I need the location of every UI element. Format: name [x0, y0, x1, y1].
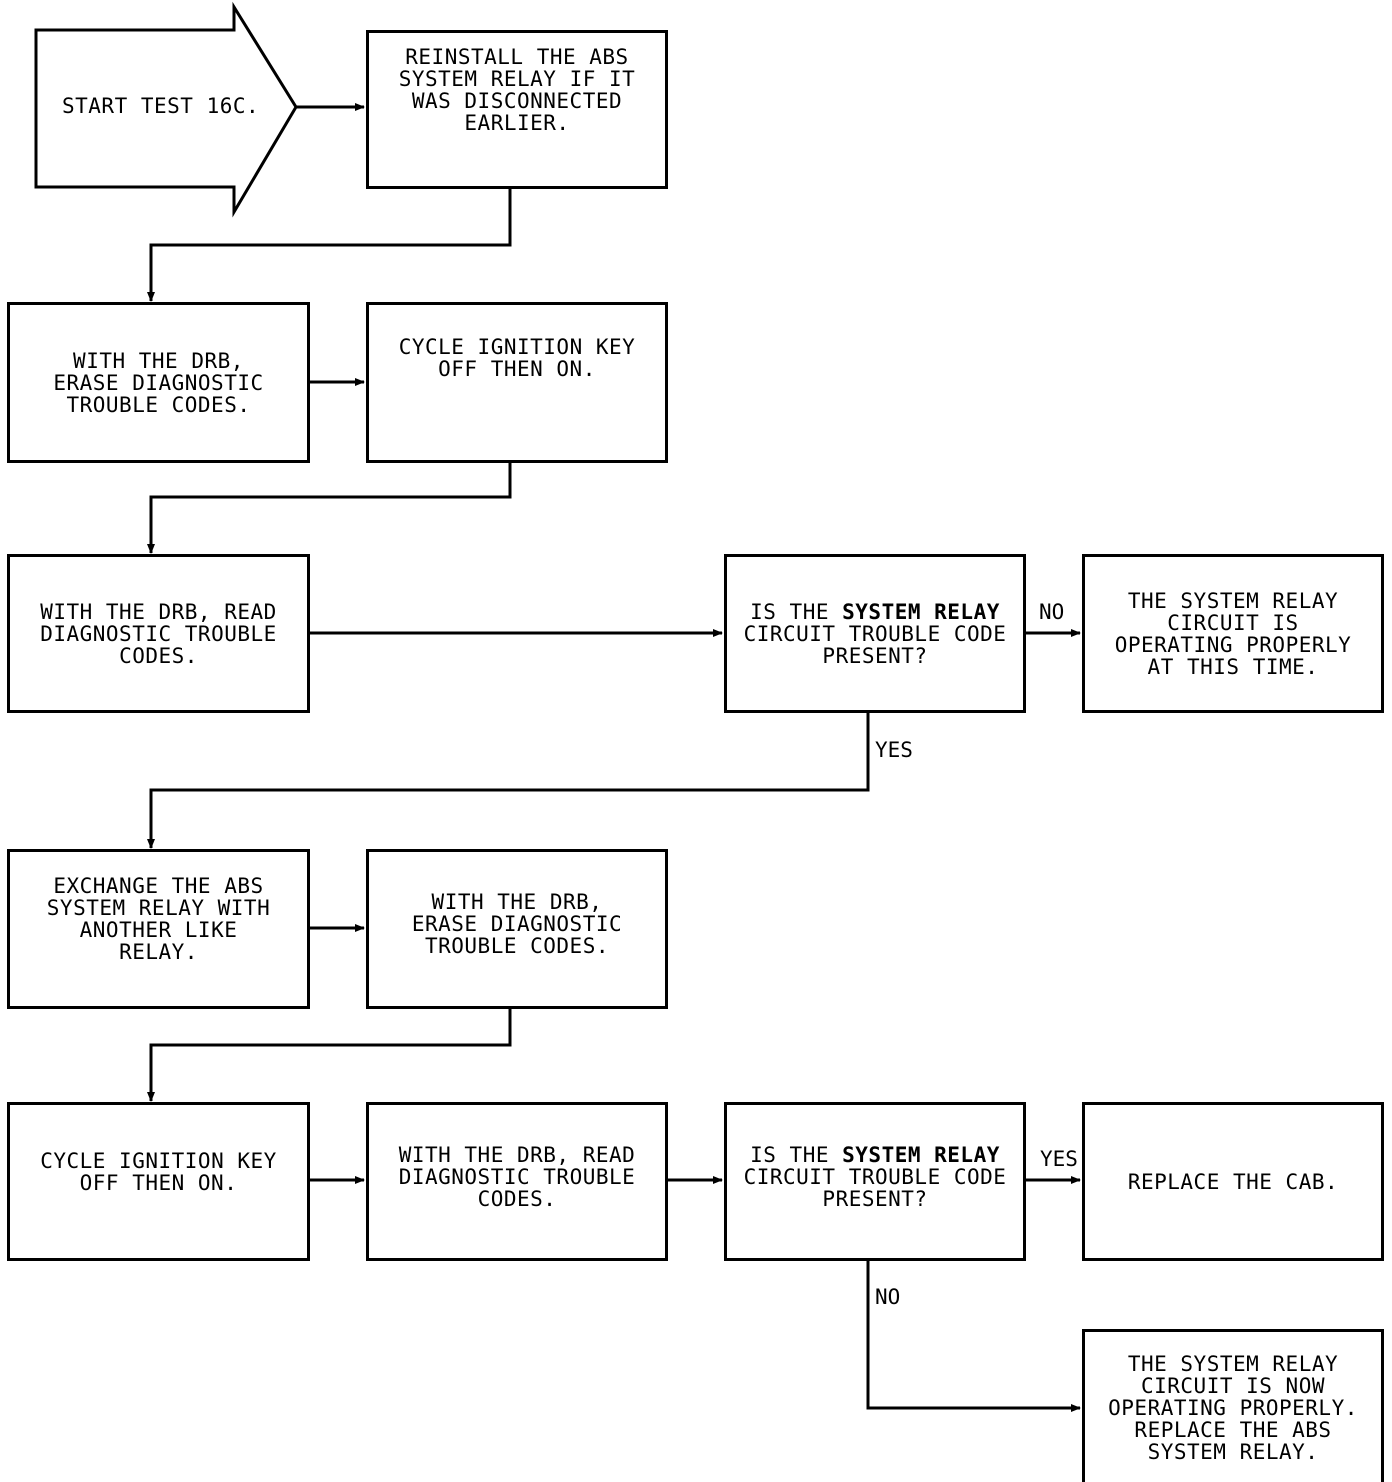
- operating-properly-box-2: THE SYSTEM RELAY CIRCUIT IS NOW OPERATIN…: [1082, 1329, 1384, 1482]
- decision-2-bold: SYSTEM RELAY: [842, 1142, 1000, 1167]
- start-arrow-shape: [34, 1, 298, 218]
- decision-2-post: CIRCUIT TROUBLE CODE PRESENT?: [743, 1164, 1007, 1211]
- connector-question1-yes: [147, 713, 870, 849]
- reinstall-relay-text: REINSTALL THE ABS SYSTEM RELAY IF IT WAS…: [398, 44, 636, 135]
- erase-codes-box-1: WITH THE DRB, ERASE DIAGNOSTIC TROUBLE C…: [7, 302, 310, 463]
- read-codes-box-2: WITH THE DRB, READ DIAGNOSTIC TROUBLE CO…: [366, 1102, 668, 1261]
- branch-label-no-2: NO: [875, 1285, 901, 1309]
- decision-2-pre: IS THE: [750, 1142, 843, 1167]
- decision-1-pre: IS THE: [750, 599, 843, 624]
- decision-text-1: IS THE SYSTEM RELAY CIRCUIT TROUBLE CODE…: [744, 601, 1007, 667]
- exchange-relay-text: EXCHANGE THE ABS SYSTEM RELAY WITH ANOTH…: [46, 874, 271, 964]
- connector-reinstall-to-erase: [147, 189, 512, 302]
- branch-label-yes-2: YES: [1040, 1147, 1078, 1171]
- replace-cab-text: REPLACE THE CAB.: [1127, 1169, 1339, 1194]
- connector-erase2-to-cycle2: [147, 1009, 512, 1102]
- erase-codes-text-2: WITH THE DRB, ERASE DIAGNOSTIC TROUBLE C…: [411, 890, 623, 958]
- connector-cycle-to-read: [147, 462, 512, 554]
- erase-codes-text-1: WITH THE DRB, ERASE DIAGNOSTIC TROUBLE C…: [53, 348, 264, 417]
- cycle-ignition-box-2: CYCLE IGNITION KEY OFF THEN ON.: [7, 1102, 310, 1261]
- cycle-ignition-text-2: CYCLE IGNITION KEY OFF THEN ON.: [40, 1148, 277, 1195]
- cycle-ignition-box-1: CYCLE IGNITION KEY OFF THEN ON.: [366, 302, 668, 463]
- erase-codes-box-2: WITH THE DRB, ERASE DIAGNOSTIC TROUBLE C…: [366, 849, 668, 1009]
- operating-properly-text-2: THE SYSTEM RELAY CIRCUIT IS NOW OPERATIN…: [1108, 1352, 1358, 1464]
- exchange-relay-box: EXCHANGE THE ABS SYSTEM RELAY WITH ANOTH…: [7, 849, 310, 1009]
- start-label: START TEST 16C.: [62, 94, 260, 118]
- decision-box-1: IS THE SYSTEM RELAY CIRCUIT TROUBLE CODE…: [724, 554, 1026, 713]
- replace-cab-box: REPLACE THE CAB.: [1082, 1102, 1384, 1261]
- operating-properly-text-1: THE SYSTEM RELAY CIRCUIT IS OPERATING PR…: [1114, 588, 1352, 679]
- decision-box-2: IS THE SYSTEM RELAY CIRCUIT TROUBLE CODE…: [724, 1102, 1026, 1261]
- branch-label-no-1: NO: [1039, 600, 1065, 624]
- read-codes-box-1: WITH THE DRB, READ DIAGNOSTIC TROUBLE CO…: [7, 554, 310, 713]
- branch-label-yes-1: YES: [875, 738, 913, 762]
- reinstall-relay-box: REINSTALL THE ABS SYSTEM RELAY IF IT WAS…: [366, 30, 668, 189]
- read-codes-text-2: WITH THE DRB, READ DIAGNOSTIC TROUBLE CO…: [398, 1142, 636, 1211]
- operating-properly-box-1: THE SYSTEM RELAY CIRCUIT IS OPERATING PR…: [1082, 554, 1384, 713]
- connector-question2-no: [866, 1259, 1081, 1412]
- cycle-ignition-text-1: CYCLE IGNITION KEY OFF THEN ON.: [398, 334, 636, 381]
- decision-text-2: IS THE SYSTEM RELAY CIRCUIT TROUBLE CODE…: [744, 1144, 1007, 1210]
- read-codes-text-1: WITH THE DRB, READ DIAGNOSTIC TROUBLE CO…: [40, 599, 277, 668]
- decision-1-bold: SYSTEM RELAY: [842, 599, 1000, 624]
- decision-1-post: CIRCUIT TROUBLE CODE PRESENT?: [743, 621, 1007, 668]
